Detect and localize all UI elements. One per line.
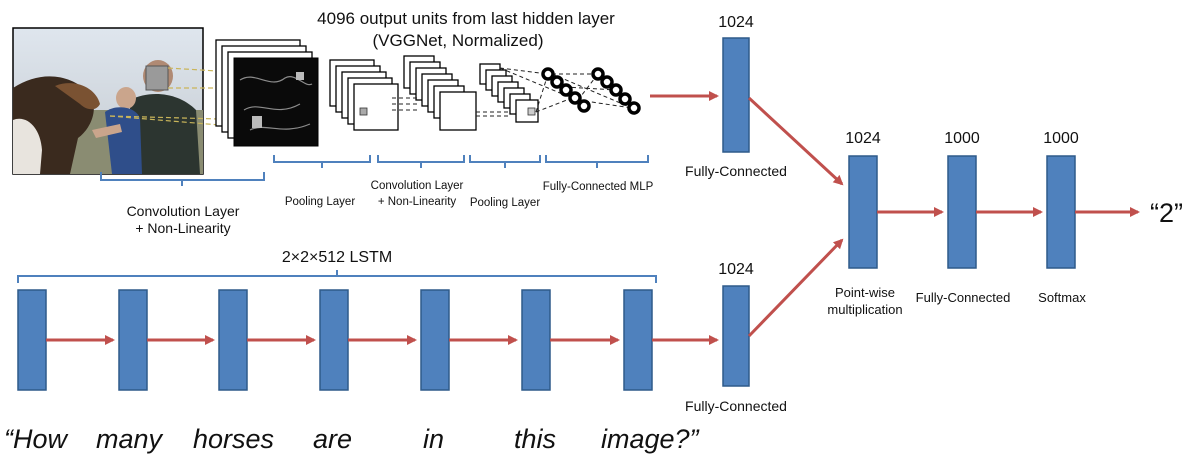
arrow-image-fc-to-pointwise: [747, 96, 844, 186]
pool2-label: Pooling Layer: [470, 197, 540, 209]
brace-lstm: [17, 270, 657, 283]
pointwise-label-line1: Point-wise: [835, 285, 895, 300]
question-word: horses: [193, 424, 275, 454]
brace-conv2: [377, 155, 465, 168]
question-fc-block: [722, 285, 750, 387]
conv2-label-line1: Convolution Layer: [371, 180, 464, 192]
question-word: “How: [4, 424, 68, 454]
pool1-label: Pooling Layer: [285, 196, 355, 208]
pointwise-block: [848, 155, 878, 269]
brace-pool1: [273, 155, 371, 168]
question-word: many: [96, 424, 163, 454]
output-units-title-line2: (VGGNet, Normalized): [373, 31, 544, 50]
answer-text: “2”: [1150, 198, 1183, 228]
question-word: in: [423, 424, 445, 454]
pointwise-label-line2: multiplication: [827, 302, 902, 317]
conv1-label-line2: + Non-Linearity: [135, 220, 230, 236]
brace-mlp: [545, 155, 649, 168]
lstm-cell: [17, 289, 47, 391]
lstm-cell: [420, 289, 450, 391]
conv2-feature-maps: [392, 55, 477, 131]
question-word: image?”: [601, 424, 699, 454]
softmax-block: [1046, 155, 1076, 269]
question-word: are: [313, 424, 353, 454]
mlp-label: Fully-Connected MLP: [543, 181, 654, 193]
lstm-cell: [118, 289, 148, 391]
image-fc-size: 1024: [718, 14, 754, 31]
softmax-label: Softmax: [1038, 290, 1086, 305]
lstm-cell: [521, 289, 551, 391]
lstm-cell: [319, 289, 349, 391]
pool2-feature-maps: [476, 63, 539, 123]
lstm-cell: [623, 289, 653, 391]
softmax-size: 1000: [1043, 130, 1079, 147]
conv1-feature-maps: [215, 39, 319, 147]
brace-conv1: [100, 172, 265, 186]
brace-pool2: [469, 155, 541, 168]
mlp-neurons-layer1: [541, 67, 591, 113]
output-units-title-line1: 4096 output units from last hidden layer: [317, 9, 615, 28]
conv1-label-line1: Convolution Layer: [127, 203, 240, 219]
lstm-title: 2×2×512 LSTM: [282, 249, 392, 266]
question-word: this: [514, 424, 557, 454]
pointwise-size: 1024: [845, 130, 881, 147]
lstm-cells: [17, 289, 653, 391]
question-fc-size: 1024: [718, 261, 754, 278]
pool1-feature-maps: [329, 59, 399, 131]
image-fc-label: Fully-Connected: [685, 163, 787, 179]
mlp-neurons-layer2: [591, 67, 641, 115]
input-photo: [12, 27, 204, 175]
image-fc-block: [722, 37, 750, 153]
lstm-cell: [218, 289, 248, 391]
question-fc-label: Fully-Connected: [685, 398, 787, 414]
fc-block: [947, 155, 977, 269]
arrow-question-fc-to-pointwise: [747, 238, 844, 338]
fc-label: Fully-Connected: [916, 290, 1011, 305]
fc-size: 1000: [944, 130, 980, 147]
conv2-label-line2: + Non-Linearity: [378, 196, 457, 208]
